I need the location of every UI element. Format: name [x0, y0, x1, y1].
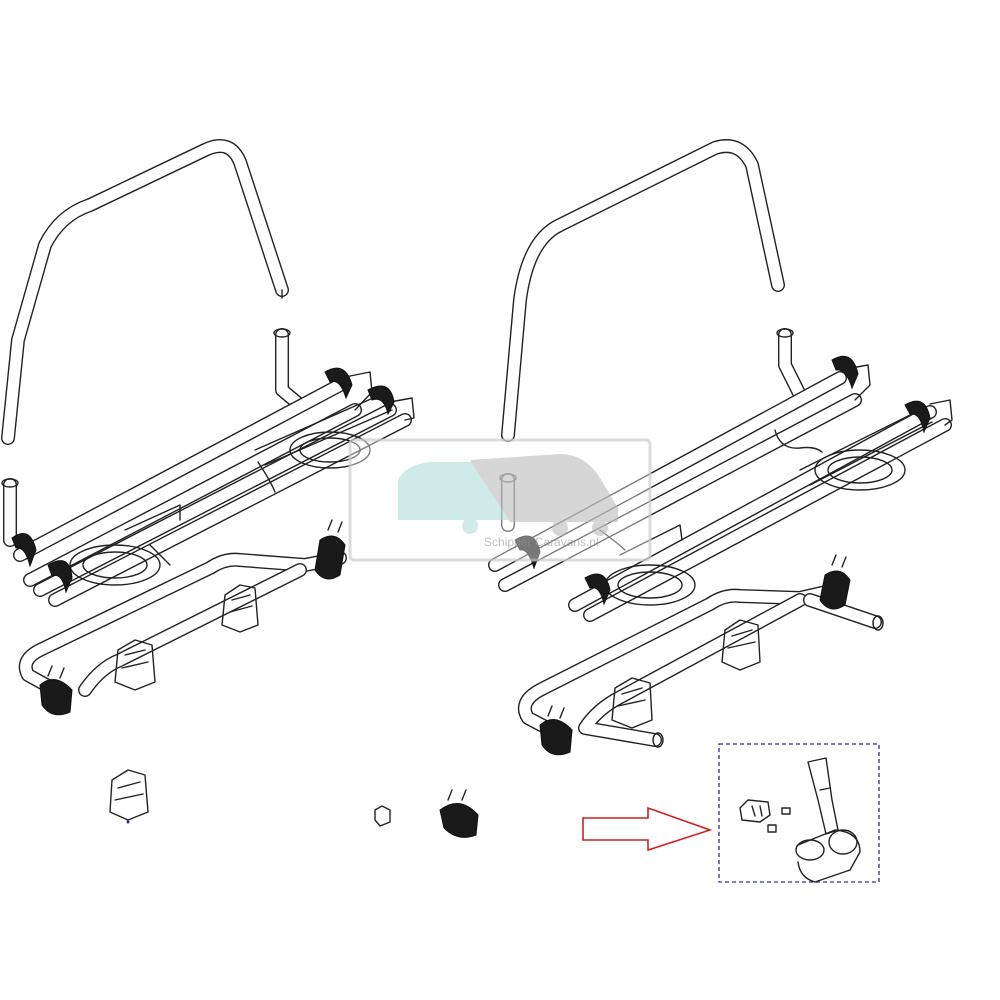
top-hoop-right — [501, 139, 785, 442]
strap-right-1 — [831, 355, 859, 390]
bike-rack-right — [488, 139, 953, 756]
bike-rack-left — [1, 139, 415, 716]
mount-block-left-1 — [221, 584, 259, 633]
base-frame-right — [518, 583, 884, 748]
strap-left-4 — [47, 560, 73, 594]
parts-kit-box — [718, 743, 880, 883]
end-lock-right-2 — [539, 705, 573, 756]
watermark-text: Schipper Caravans.nl — [484, 535, 599, 549]
watermark-logo: Schipper Caravans.nl — [348, 438, 652, 562]
base-frame-left — [18, 551, 347, 697]
kit-bolts — [767, 807, 791, 833]
end-lock-left-1 — [314, 519, 346, 580]
kit-clip — [739, 799, 771, 823]
red-arrow — [582, 806, 713, 852]
end-lock-right-1 — [819, 554, 851, 610]
camper-icon — [470, 454, 618, 522]
end-lock-left-2 — [39, 665, 73, 716]
wheel-rail-right-1 — [488, 364, 871, 592]
kit-roller — [795, 829, 861, 883]
top-hoop-left — [1, 139, 289, 445]
kit-strap — [807, 757, 839, 835]
mount-block-right-2 — [611, 677, 653, 729]
mount-block-right-1 — [721, 619, 761, 671]
support-post-left — [1, 328, 307, 547]
strap-right-4 — [584, 573, 611, 606]
strap-right-2 — [904, 400, 931, 434]
loose-end-lock — [439, 789, 479, 838]
mount-block-left-2 — [114, 639, 156, 691]
strap-left-2 — [367, 385, 395, 416]
loose-small-clip — [374, 805, 391, 827]
strap-left-3 — [11, 533, 37, 568]
strap-left-1 — [324, 367, 353, 400]
wheel-rail-left-2 — [33, 397, 415, 607]
caravan-icon — [398, 462, 508, 520]
loose-mount-bracket — [109, 769, 149, 824]
wheel-rail-right-2 — [568, 399, 953, 622]
